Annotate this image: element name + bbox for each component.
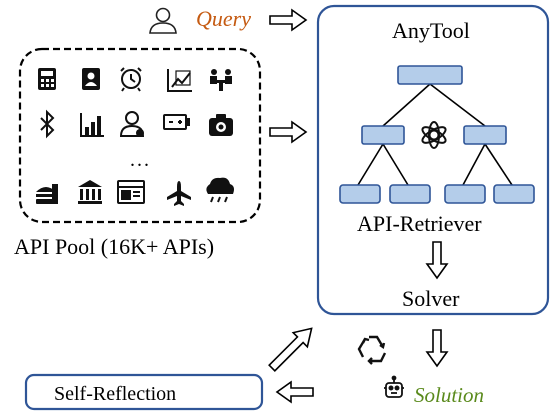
api-retriever-label: API-Retriever — [357, 211, 482, 236]
openai-logo-icon — [421, 121, 447, 149]
bank-icon — [78, 180, 102, 204]
calculator-icon — [38, 68, 56, 90]
rain-cloud-icon — [206, 177, 234, 203]
tree-node-root — [397, 65, 463, 85]
bluetooth-icon — [40, 109, 55, 139]
airplane-icon — [167, 181, 191, 206]
tree-node-right — [463, 125, 507, 145]
solver-label: Solver — [402, 286, 460, 311]
alarm-clock-icon — [120, 67, 142, 92]
tree-node-leaf — [444, 184, 486, 204]
contact-card-icon — [82, 68, 100, 90]
tree-node-leaf — [493, 184, 535, 204]
query-arrow — [269, 9, 307, 31]
camera-icon — [209, 114, 233, 136]
user-outline-icon — [149, 7, 177, 34]
battery-icon — [163, 114, 190, 130]
doctor-icon — [119, 111, 145, 137]
tree-node-leaf — [389, 184, 431, 204]
api-pool-label: API Pool (16K+ APIs) — [14, 234, 215, 259]
self-reflection-box — [24, 373, 264, 411]
anytool-title: AnyTool — [392, 18, 470, 43]
solver-to-solution-arrow — [426, 329, 448, 367]
tree-node-leaf — [339, 184, 381, 204]
api-pool-box — [18, 47, 262, 224]
robot-icon — [384, 375, 404, 398]
reflection-to-anytool-arrow — [268, 327, 313, 372]
api-pool-ellipsis: ... — [130, 149, 151, 171]
solution-to-reflection-arrow — [276, 381, 314, 403]
retriever-tree-edges — [357, 83, 513, 186]
browser-window-icon — [117, 180, 145, 204]
meeting-icon — [210, 69, 232, 91]
solution-label: Solution — [414, 383, 485, 407]
self-reflection-label: Self-Reflection — [54, 383, 177, 405]
bar-chart-icon — [80, 113, 104, 137]
query-label: Query — [196, 6, 251, 31]
recycle-icon — [357, 335, 387, 365]
anytool-box — [316, 4, 550, 316]
pool-arrow — [269, 121, 307, 143]
tree-node-left — [361, 125, 405, 145]
retriever-tree-nodes — [339, 65, 535, 204]
chart-board-icon — [167, 69, 192, 92]
fast-food-icon — [36, 184, 58, 204]
